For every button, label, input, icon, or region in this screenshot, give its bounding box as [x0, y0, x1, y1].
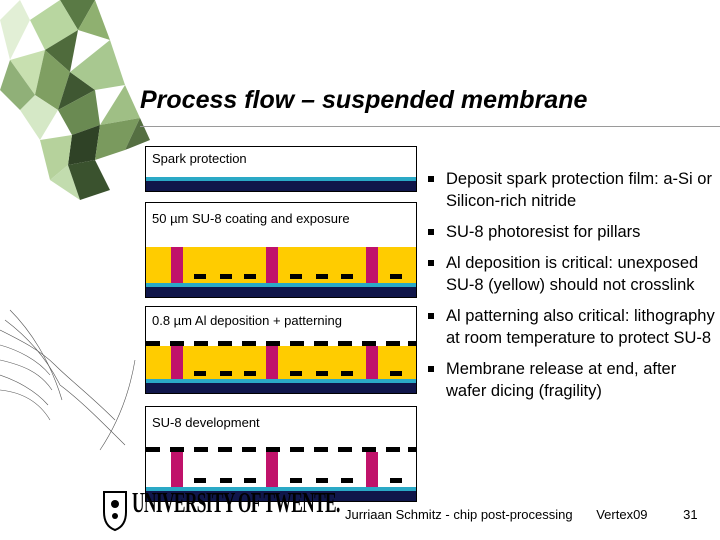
panel-su8-development: SU-8 development	[145, 406, 417, 502]
substrate-layer	[146, 383, 416, 393]
footer-author: Jurriaan Schmitz - chip post-processing	[345, 507, 573, 522]
mask-mark	[244, 478, 256, 483]
mask-mark	[316, 274, 328, 279]
mask-mark	[316, 478, 328, 483]
panel-label: Spark protection	[152, 151, 247, 166]
spark-film-layer	[146, 283, 416, 287]
panel-label: SU-8 development	[152, 415, 260, 430]
bullet-item: Al deposition is critical: unexposed SU-…	[428, 252, 718, 296]
spark-film-layer	[146, 177, 416, 181]
su8-pillar	[366, 247, 378, 283]
footer-event: Vertex09	[596, 507, 648, 522]
mask-mark	[244, 274, 256, 279]
al-segment	[194, 447, 208, 452]
mask-mark	[290, 371, 302, 376]
university-logo-text: UNIVERSITY OF TWENTE.	[132, 488, 340, 519]
al-segment	[314, 341, 328, 346]
panel-spark-protection: Spark protection	[145, 146, 417, 192]
substrate-layer	[146, 181, 416, 191]
mask-mark	[390, 371, 402, 376]
substrate-layer	[146, 287, 416, 297]
footer: Jurriaan Schmitz - chip post-processing …	[345, 507, 698, 522]
su8-pillar	[171, 247, 183, 283]
su8-pillar	[266, 247, 278, 283]
bullet-item: Al patterning also critical: lithography…	[428, 305, 718, 349]
al-segment	[146, 341, 160, 346]
substrate-layer	[146, 491, 416, 501]
mask-mark	[341, 371, 353, 376]
su8-pillar	[171, 346, 183, 379]
al-segment	[218, 447, 232, 452]
al-segment	[362, 447, 376, 452]
mask-mark	[390, 274, 402, 279]
al-segment	[194, 341, 208, 346]
al-segment	[170, 447, 184, 452]
panel-al-deposition: 0.8 µm Al deposition + patterning	[145, 306, 417, 394]
mask-mark	[390, 478, 402, 483]
bullet-item: Deposit spark protection film: a-Si or S…	[428, 168, 718, 212]
panel-label: 50 µm SU-8 coating and exposure	[152, 211, 350, 226]
al-segment	[218, 341, 232, 346]
bullet-item: Membrane release at end, after wafer dic…	[428, 358, 718, 402]
al-segment	[290, 341, 304, 346]
feather-sketch-graphic	[0, 309, 136, 451]
mask-mark	[220, 371, 232, 376]
al-segment	[386, 341, 400, 346]
al-segment	[266, 341, 280, 346]
mask-mark	[290, 478, 302, 483]
mask-mark	[194, 371, 206, 376]
su8-pillar	[171, 452, 183, 487]
al-segment	[408, 447, 416, 452]
mask-mark	[290, 274, 302, 279]
al-segment	[408, 341, 416, 346]
mask-mark	[194, 478, 206, 483]
al-segment	[314, 447, 328, 452]
al-segment	[338, 341, 352, 346]
al-segment	[242, 341, 256, 346]
su8-pillar	[266, 346, 278, 379]
al-segment	[338, 447, 352, 452]
mask-mark	[194, 274, 206, 279]
mask-mark	[244, 371, 256, 376]
polygon-cluster-graphic	[0, 0, 150, 200]
su8-pillar	[366, 452, 378, 487]
al-segment	[242, 447, 256, 452]
panel-su8-coating: 50 µm SU-8 coating and exposure	[145, 202, 417, 298]
mask-mark	[316, 371, 328, 376]
bullet-list: Deposit spark protection film: a-Si or S…	[428, 168, 718, 411]
su8-pillar	[366, 346, 378, 379]
spark-film-layer	[146, 487, 416, 491]
panel-label: 0.8 µm Al deposition + patterning	[152, 313, 342, 328]
spark-film-layer	[146, 379, 416, 383]
bullet-item: SU-8 photoresist for pillars	[428, 221, 718, 243]
al-segment	[266, 447, 280, 452]
al-segment	[170, 341, 184, 346]
university-crest-icon	[103, 491, 127, 532]
mask-mark	[220, 274, 232, 279]
slide-title: Process flow – suspended membrane	[140, 86, 588, 114]
al-segment	[386, 447, 400, 452]
title-divider	[140, 126, 720, 127]
page-number: 31	[683, 507, 698, 522]
al-segment	[146, 447, 160, 452]
al-segment	[290, 447, 304, 452]
mask-mark	[341, 274, 353, 279]
al-segment	[362, 341, 376, 346]
mask-mark	[341, 478, 353, 483]
mask-mark	[220, 478, 232, 483]
su8-pillar	[266, 452, 278, 487]
